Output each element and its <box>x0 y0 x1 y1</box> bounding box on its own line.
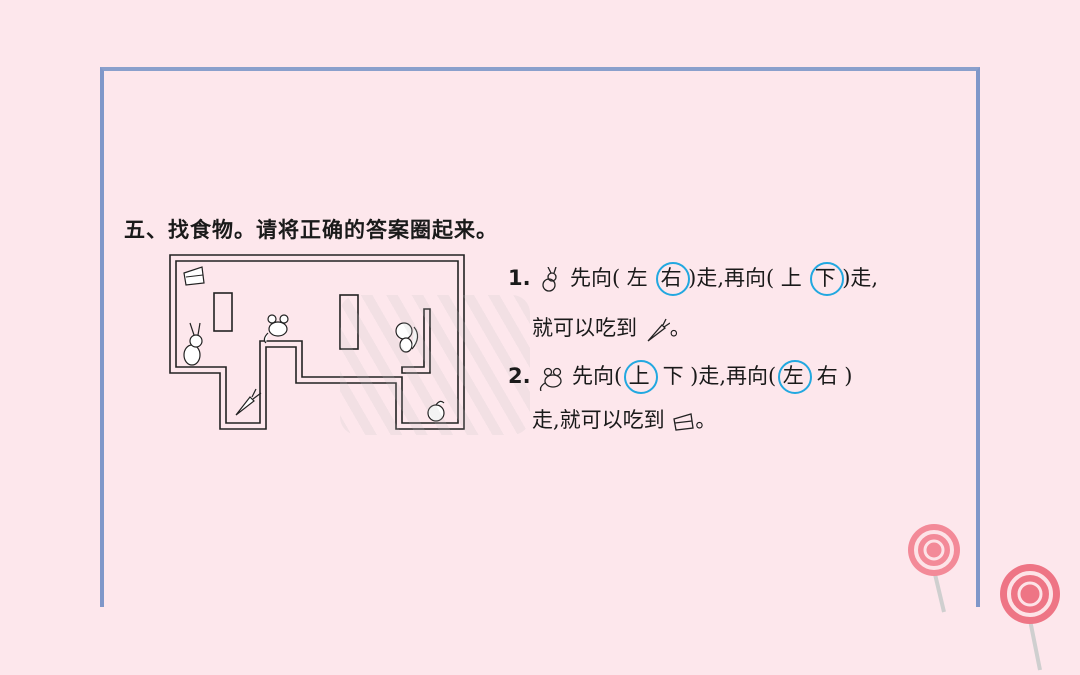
cake-icon <box>673 412 695 431</box>
carrot-icon <box>647 318 670 342</box>
question-2-line-2: 走,就可以吃到 。 <box>532 408 717 432</box>
q1-option-down[interactable]: 下 <box>808 262 845 296</box>
q1-option-right[interactable]: 右 <box>654 262 691 296</box>
lollipop-icon <box>1000 564 1060 671</box>
slide-frame <box>100 67 980 607</box>
rabbit-icon <box>183 322 203 366</box>
maze-illustration <box>169 254 465 430</box>
exercise-title: 五、找食物。请将正确的答案圈起来。 <box>124 218 498 242</box>
mouse-icon <box>263 314 289 344</box>
question-1-line-1: 1. 先向(左右)走,再向(上下)走, <box>508 262 878 296</box>
question-1-number: 1. <box>508 266 531 290</box>
q2-option-left[interactable]: 左 <box>776 360 813 394</box>
q1-option-up[interactable]: 上 <box>780 266 802 290</box>
mouse-icon <box>540 367 562 391</box>
q2-option-up[interactable]: 上 <box>622 360 659 394</box>
peach-icon <box>427 400 445 422</box>
squirrel-icon <box>395 322 419 353</box>
question-2-line-1: 2. 先向(上下)走,再向(左右) <box>508 360 852 394</box>
q2-option-right[interactable]: 右 <box>816 364 838 388</box>
question-2-number: 2. <box>508 364 531 388</box>
question-1-line-2: 就可以吃到 。 <box>532 312 691 343</box>
lollipop-icon <box>908 524 960 613</box>
q1-option-left[interactable]: 左 <box>626 266 648 290</box>
q2-option-down[interactable]: 下 <box>662 364 684 388</box>
cake-icon <box>183 266 205 286</box>
rabbit-icon <box>542 266 557 292</box>
carrot-icon <box>235 388 262 416</box>
